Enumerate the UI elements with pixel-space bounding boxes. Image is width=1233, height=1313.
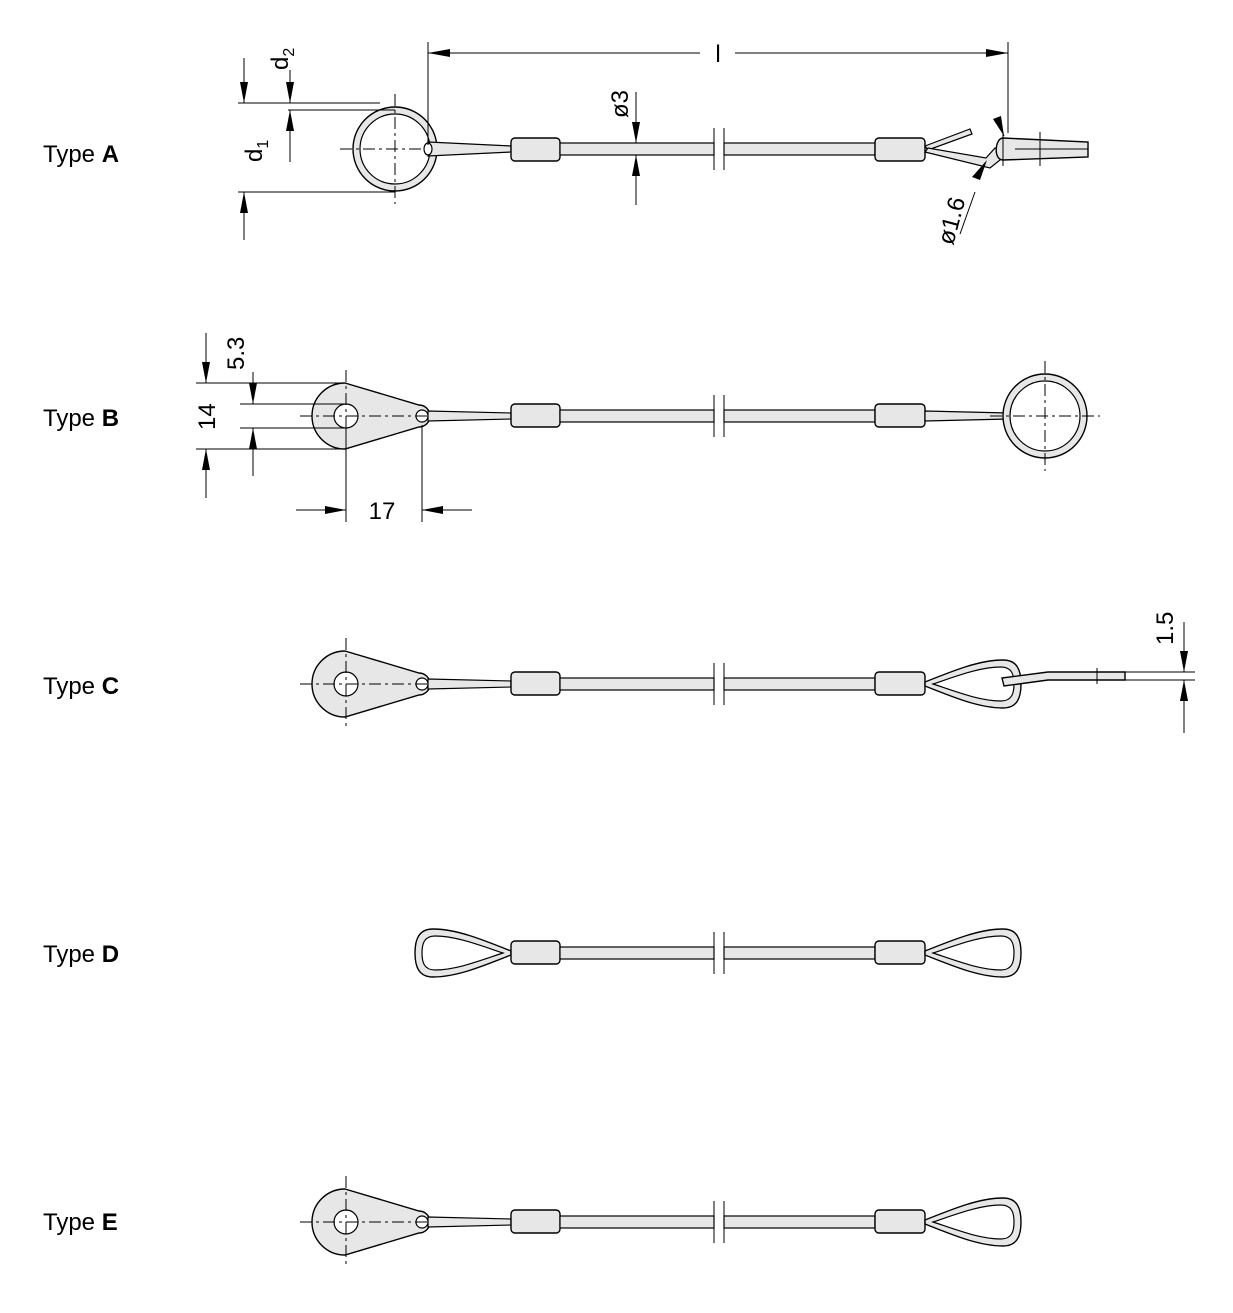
type-d-label: Type D — [43, 941, 119, 968]
type-b-label: Type B — [43, 405, 119, 432]
dim-wire-diameter: ø1.6 — [933, 194, 972, 247]
dim-d2: d2 — [267, 48, 298, 70]
dim-pin-thickness: 1.5 — [1152, 612, 1179, 645]
type-e-drawing — [300, 1176, 1022, 1268]
type-d-loop-right — [924, 928, 1022, 978]
type-e-loop — [924, 1197, 1022, 1247]
type-c-drawing: 1.5 — [300, 612, 1195, 733]
dim-length-l: l — [715, 41, 720, 68]
type-b-drawing: 5.3 14 17 — [194, 333, 1100, 525]
dim-cable-diameter: ø3 — [607, 90, 634, 118]
dim-hole-offset: 5.3 — [223, 337, 250, 370]
type-a-sleeve-right — [874, 137, 926, 162]
dim-lug-length: 17 — [369, 498, 396, 525]
type-d-loop-left — [414, 928, 512, 978]
type-e-label: Type E — [43, 1209, 118, 1236]
dim-d1: d1 — [241, 140, 272, 162]
type-c-label: Type C — [43, 673, 119, 700]
type-a-drawing: l d1 d2 ø3 ø1.6 — [238, 41, 1089, 248]
dim-lug-width: 14 — [194, 403, 221, 430]
type-d-drawing — [414, 928, 1022, 978]
type-a-sleeve-left — [510, 137, 561, 162]
type-a-label: Type A — [43, 141, 119, 168]
